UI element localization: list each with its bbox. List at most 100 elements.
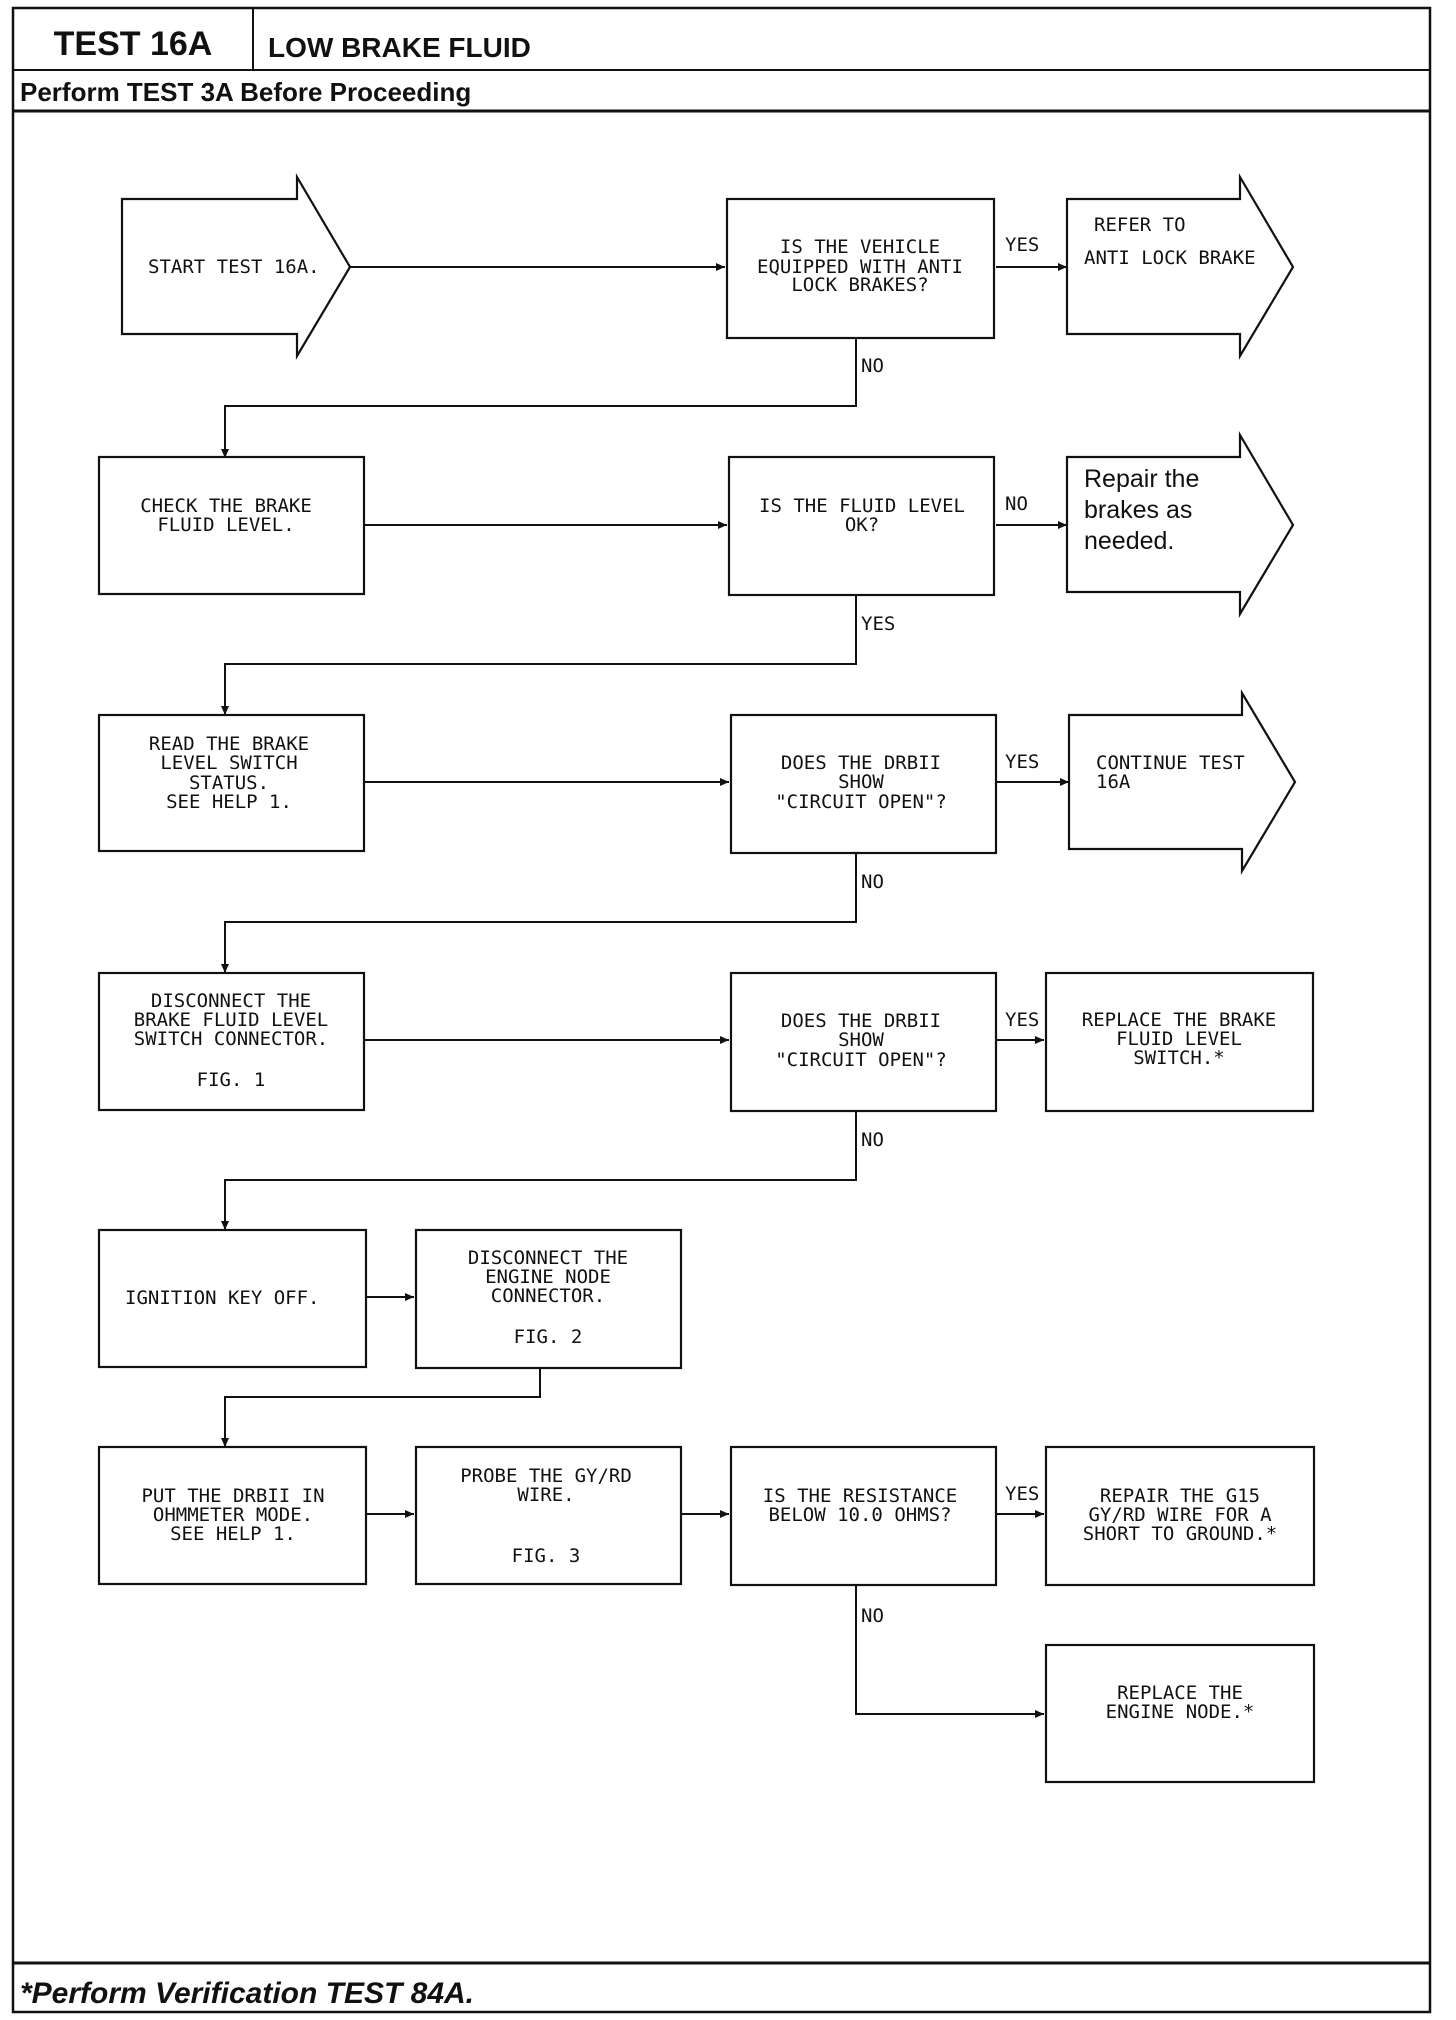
- node-disconnect-node-line: FIG. 2: [514, 1326, 583, 1348]
- connector-abs-no: [221, 338, 857, 458]
- abs-question-box: [725, 197, 996, 340]
- node-start-text: START TEST 16A.: [148, 256, 320, 278]
- node-refer-text: REFER TO ANTI LOCK BRAKE: [1084, 214, 1256, 269]
- node-repair-wire-line: GY/RD WIRE FOR A: [1088, 1504, 1272, 1526]
- node-level-line: OK?: [845, 514, 879, 536]
- probe-box: [414, 1445, 683, 1586]
- node-start-line: START TEST 16A.: [148, 256, 320, 278]
- prerequisite-note: Perform TEST 3A Before Proceeding: [20, 77, 471, 107]
- open1-question-box: [729, 713, 998, 855]
- label-open1-no: NO: [861, 871, 884, 893]
- check-level-box: [97, 455, 366, 596]
- node-repair-wire-line: SHORT TO GROUND.*: [1083, 1523, 1277, 1545]
- node-check-line: FLUID LEVEL.: [157, 514, 294, 536]
- label-res-no: NO: [861, 1605, 884, 1627]
- node-repair-brakes-text: Repair the brakes as needed.: [1084, 465, 1199, 555]
- label-open1-yes: YES: [1005, 751, 1039, 773]
- node-read-line: SEE HELP 1.: [166, 791, 292, 813]
- node-resistance-line: BELOW 10.0 OHMS?: [768, 1504, 951, 1526]
- connectors: [221, 263, 1069, 1718]
- connector-open1-no: [221, 853, 857, 973]
- node-resistance-line: IS THE RESISTANCE: [763, 1485, 957, 1507]
- node-open2-line: "CIRCUIT OPEN"?: [775, 1049, 947, 1071]
- disconnect-switch-box: [97, 971, 366, 1112]
- node-replace-switch-line: REPLACE THE BRAKE: [1082, 1009, 1276, 1031]
- node-abs-text: IS THE VEHICLE EQUIPPED WITH ANTI LOCK B…: [757, 236, 963, 296]
- node-refer-line: ANTI LOCK BRAKE: [1084, 247, 1256, 269]
- label-level-no: NO: [1005, 493, 1028, 515]
- continue-arrow: [1067, 689, 1297, 875]
- node-ohmmeter-line: SEE HELP 1.: [170, 1523, 296, 1545]
- node-read-line: READ THE BRAKE: [149, 733, 309, 755]
- node-disconnect-node-text: DISCONNECT THE ENGINE NODE CONNECTOR. FI…: [468, 1247, 628, 1348]
- node-replace-node-text: REPLACE THE ENGINE NODE.*: [1106, 1682, 1255, 1723]
- replace-switch-box: [1044, 971, 1315, 1113]
- refer-abs-arrow: [1065, 172, 1295, 360]
- node-disconnect-switch-line: FIG. 1: [197, 1069, 266, 1091]
- node-open2-line: DOES THE DRBII: [781, 1010, 941, 1032]
- node-disconnect-switch-text: DISCONNECT THE BRAKE FLUID LEVEL SWITCH …: [134, 990, 328, 1091]
- node-probe-text: PROBE THE GY/RD WIRE. FIG. 3: [460, 1465, 632, 1567]
- node-level-line: IS THE FLUID LEVEL: [759, 495, 965, 517]
- node-repair-brakes-line: needed.: [1084, 527, 1174, 555]
- ignition-off-box: [97, 1228, 368, 1369]
- label-abs-no: NO: [861, 355, 884, 377]
- node-check-text: CHECK THE BRAKE FLUID LEVEL.: [140, 495, 312, 536]
- node-read-line: LEVEL SWITCH: [160, 752, 297, 774]
- node-read-line: STATUS.: [189, 772, 269, 794]
- connector-level-yes: [221, 595, 857, 715]
- node-replace-switch-line: FLUID LEVEL: [1116, 1028, 1242, 1050]
- label-res-yes: YES: [1005, 1483, 1039, 1505]
- test-id: TEST 16A: [54, 25, 213, 63]
- node-check-line: CHECK THE BRAKE: [140, 495, 312, 517]
- node-disconnect-switch-line: BRAKE FLUID LEVEL: [134, 1009, 328, 1031]
- repair-brakes-arrow: [1065, 430, 1295, 618]
- node-ignition-text: IGNITION KEY OFF.: [125, 1287, 319, 1309]
- node-disconnect-switch-line: SWITCH CONNECTOR.: [134, 1028, 328, 1050]
- node-disconnect-node-line: CONNECTOR.: [491, 1285, 605, 1307]
- node-open2-text: DOES THE DRBII SHOW "CIRCUIT OPEN"?: [775, 1010, 947, 1071]
- level-question-box: [727, 455, 996, 597]
- disconnect-node-box: [414, 1228, 683, 1370]
- node-read-text: READ THE BRAKE LEVEL SWITCH STATUS. SEE …: [149, 733, 309, 813]
- node-replace-node-line: ENGINE NODE.*: [1106, 1701, 1255, 1723]
- node-replace-switch-text: REPLACE THE BRAKE FLUID LEVEL SWITCH.*: [1082, 1009, 1276, 1069]
- node-open1-text: DOES THE DRBII SHOW "CIRCUIT OPEN"?: [775, 752, 947, 813]
- node-repair-brakes-line: brakes as: [1084, 496, 1192, 524]
- node-probe-line: WIRE.: [517, 1484, 574, 1506]
- node-disconnect-node-line: ENGINE NODE: [485, 1266, 611, 1288]
- label-open2-no: NO: [861, 1129, 884, 1151]
- label-level-yes: YES: [861, 613, 895, 635]
- replace-node-box: [1044, 1643, 1316, 1784]
- ohmmeter-box: [97, 1445, 368, 1586]
- node-abs-line: IS THE VEHICLE: [780, 236, 940, 258]
- node-disconnect-switch-line: DISCONNECT THE: [151, 990, 311, 1012]
- node-ohmmeter-text: PUT THE DRBII IN OHMMETER MODE. SEE HELP…: [141, 1485, 324, 1545]
- node-refer-line: REFER TO: [1094, 214, 1186, 236]
- start-arrow: [120, 172, 352, 360]
- node-abs-line: EQUIPPED WITH ANTI: [757, 256, 963, 278]
- node-continue-line: CONTINUE TEST: [1096, 752, 1245, 774]
- node-ohmmeter-line: PUT THE DRBII IN: [141, 1485, 324, 1507]
- node-probe-line: PROBE THE GY/RD: [460, 1465, 632, 1487]
- connector-open2-no: [221, 1111, 857, 1230]
- node-ohmmeter-line: OHMMETER MODE.: [153, 1504, 313, 1526]
- connector-res-no: [855, 1585, 1044, 1718]
- repair-wire-box: [1044, 1445, 1316, 1587]
- node-open1-line: SHOW: [838, 771, 884, 793]
- node-open2-line: SHOW: [838, 1029, 884, 1051]
- node-replace-switch-line: SWITCH.*: [1133, 1047, 1225, 1069]
- read-switch-box: [97, 713, 366, 853]
- node-abs-line: LOCK BRAKES?: [791, 274, 928, 296]
- node-level-text: IS THE FLUID LEVEL OK?: [759, 495, 965, 536]
- node-continue-line: 16A: [1096, 771, 1131, 793]
- node-open1-line: "CIRCUIT OPEN"?: [775, 791, 947, 813]
- label-open2-yes: YES: [1005, 1009, 1039, 1031]
- open2-question-box: [729, 971, 998, 1113]
- resistance-question-box: [729, 1445, 998, 1587]
- page-border: [11, 6, 1432, 2014]
- node-open1-line: DOES THE DRBII: [781, 752, 941, 774]
- node-replace-node-line: REPLACE THE: [1117, 1682, 1243, 1704]
- node-resistance-text: IS THE RESISTANCE BELOW 10.0 OHMS?: [763, 1485, 957, 1526]
- label-abs-yes: YES: [1005, 234, 1039, 256]
